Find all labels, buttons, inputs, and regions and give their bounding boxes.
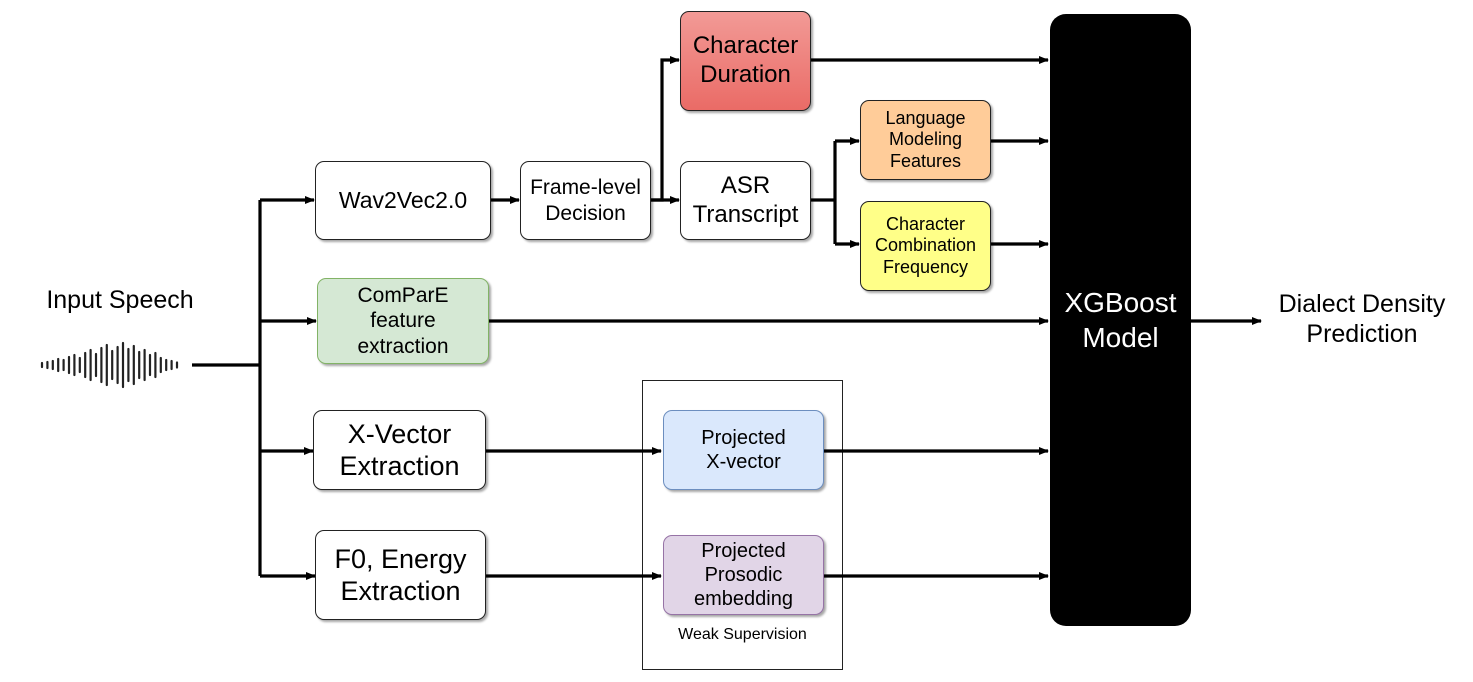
character-duration-node: Character Duration bbox=[680, 11, 811, 111]
f0-energy-label: F0, Energy Extraction bbox=[334, 543, 467, 606]
compare-node: ComParE feature extraction bbox=[317, 278, 489, 364]
projected-xvector-label: Projected X-vector bbox=[701, 427, 786, 473]
frame-level-label: Frame-level Decision bbox=[530, 176, 641, 225]
character-combination-label: Character Combination Frequency bbox=[874, 213, 977, 277]
output-label: Dialect Density Prediction bbox=[1278, 290, 1446, 348]
language-modeling-node: Language Modeling Features bbox=[860, 100, 991, 180]
wav2vec-node: Wav2Vec2.0 bbox=[315, 161, 491, 240]
xgboost-model-node: XGBoost Model bbox=[1050, 14, 1191, 626]
projected-xvector-node: Projected X-vector bbox=[663, 410, 824, 490]
xvector-extraction-node: X-Vector Extraction bbox=[313, 410, 486, 490]
edge-frame-charduration bbox=[651, 56, 680, 202]
wav2vec-label: Wav2Vec2.0 bbox=[338, 186, 468, 213]
character-duration-label: Character Duration bbox=[692, 32, 799, 88]
waveform-icon bbox=[40, 341, 179, 389]
projected-prosodic-label: Projected Prosodic embedding bbox=[694, 540, 793, 610]
character-combination-node: Character Combination Frequency bbox=[860, 201, 991, 291]
projected-prosodic-node: Projected Prosodic embedding bbox=[663, 535, 824, 615]
language-modeling-label: Language Modeling Features bbox=[885, 107, 966, 171]
compare-label: ComParE feature extraction bbox=[357, 284, 449, 358]
input-speech-label: Input Speech bbox=[46, 286, 194, 314]
frame-level-decision-node: Frame-level Decision bbox=[520, 161, 651, 240]
xgboost-model-label: XGBoost Model bbox=[1064, 287, 1177, 353]
xvector-extraction-label: X-Vector Extraction bbox=[339, 418, 460, 481]
weak-supervision-label: Weak Supervision bbox=[678, 626, 807, 643]
asr-transcript-node: ASR Transcript bbox=[680, 161, 811, 240]
f0-energy-node: F0, Energy Extraction bbox=[315, 530, 486, 620]
asr-transcript-label: ASR Transcript bbox=[692, 171, 799, 228]
